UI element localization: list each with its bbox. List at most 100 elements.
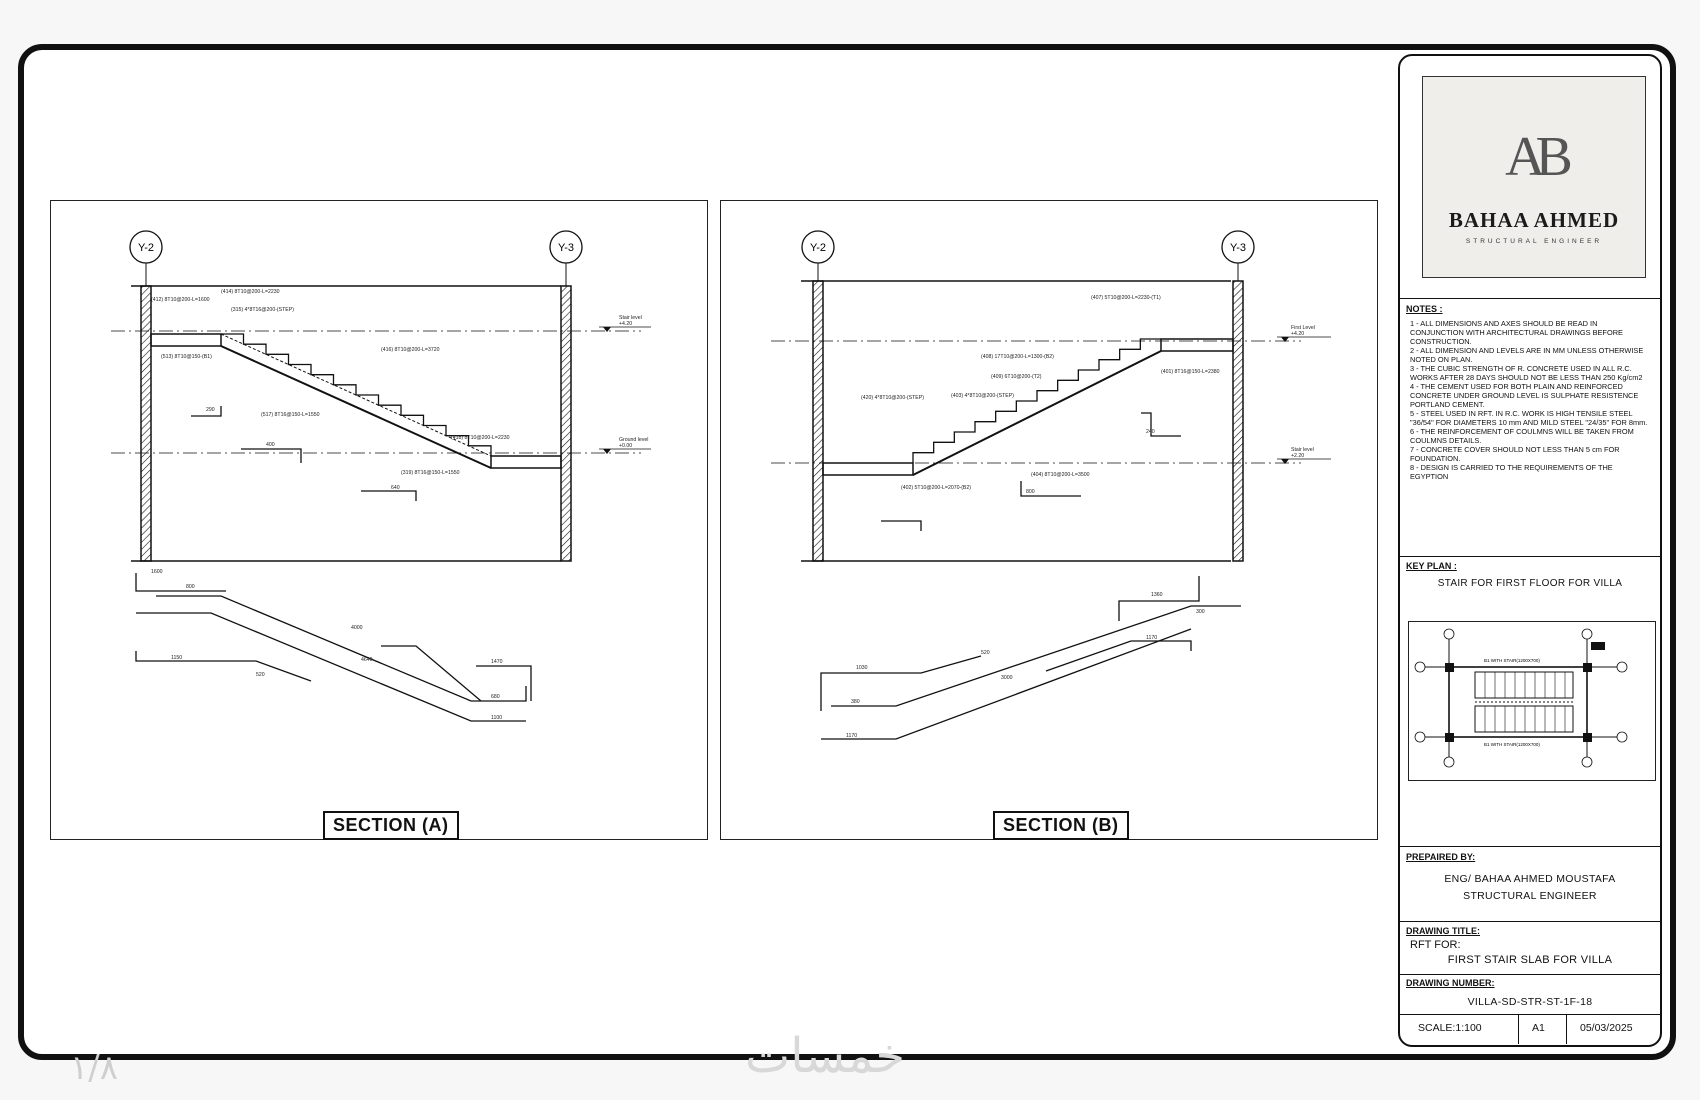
svg-text:Stair level: Stair level — [1291, 447, 1314, 453]
key-plan-label-bottom: B1 WITH STAIR(1200X700) — [1484, 742, 1540, 747]
svg-text:(402) 5T10@200-L=2070-(B2): (402) 5T10@200-L=2070-(B2) — [901, 485, 971, 491]
logo: AB BAHAA AHMED STRUCTURAL ENGINEER — [1422, 76, 1646, 278]
sheet-size: A1 — [1532, 1022, 1545, 1034]
note-item: 3 - THE CUBIC STRENGTH OF R. CONCRETE US… — [1410, 364, 1643, 382]
bend-values-b: 1360 1030 1170 3000 380 1170 800 240 520… — [846, 429, 1205, 739]
svg-text:290: 290 — [206, 407, 215, 413]
note-item: 4 - THE CEMENT USED FOR BOTH PLAIN AND R… — [1410, 382, 1639, 409]
svg-text:1170: 1170 — [1146, 635, 1157, 641]
svg-text:Stair level: Stair level — [619, 315, 642, 321]
axis-bubble-y3: Y-3 — [549, 230, 583, 264]
scale-value: SCALE:1:100 — [1418, 1022, 1482, 1034]
bar-labels-b: (407) 5T10@200-L=2230-(T1) (420) 4*8T10@… — [861, 295, 1220, 491]
svg-text:520: 520 — [256, 672, 265, 678]
svg-text:(416) 8T10@200-L=3720: (416) 8T10@200-L=3720 — [381, 347, 440, 353]
svg-text:Y-2: Y-2 — [138, 242, 154, 254]
bend-values-a: 1600 800 1150 4640 4000 1470 520 1100 29… — [151, 407, 503, 721]
logo-subtitle: STRUCTURAL ENGINEER — [1465, 238, 1603, 245]
level-marker-top: Stair level +4.20 — [599, 315, 651, 332]
key-plan-label-top: B1 WITH STAIR(1200X700) — [1484, 658, 1540, 663]
svg-text:(404) 8T10@200-L=3500: (404) 8T10@200-L=3500 — [1031, 472, 1090, 478]
drawing-number: VILLA-SD-STR-ST-1F-18 — [1467, 996, 1593, 1008]
svg-text:640: 640 — [391, 485, 400, 491]
svg-text:800: 800 — [186, 584, 195, 590]
drawing-title-heading: DRAWING TITLE: — [1406, 926, 1480, 936]
svg-text:800: 800 — [1026, 489, 1035, 495]
svg-text:Y-3: Y-3 — [1230, 242, 1246, 254]
svg-text:1600: 1600 — [151, 569, 163, 575]
logo-name: BAHAA AHMED — [1448, 208, 1620, 232]
page-number: ١/٨ — [70, 1048, 118, 1088]
key-plan-text: STAIR FOR FIRST FLOOR FOR VILLA — [1437, 578, 1623, 589]
svg-text:(418) 8T10@200-L=2230: (418) 8T10@200-L=2230 — [451, 435, 510, 441]
prepared-name: ENG/ BAHAA AHMED MOUSTAFA — [1444, 873, 1616, 885]
svg-text:+4.20: +4.20 — [1291, 331, 1304, 337]
svg-text:(409) 6T10@200-(T2): (409) 6T10@200-(T2) — [991, 374, 1042, 380]
svg-text:(407) 5T10@200-L=2230-(T1): (407) 5T10@200-L=2230-(T1) — [1091, 295, 1161, 301]
key-plan-drawing: B1 WITH STAIR(1200X700) B1 WITH STAIR(12… — [1408, 621, 1656, 781]
svg-text:1360: 1360 — [1151, 592, 1163, 598]
svg-text:4000: 4000 — [351, 625, 363, 631]
svg-text:(412) 8T10@200-L=1600: (412) 8T10@200-L=1600 — [151, 297, 210, 303]
logo-mark: AB — [1505, 126, 1573, 188]
svg-text:+2.20: +2.20 — [1291, 453, 1304, 459]
svg-text:First Level: First Level — [1291, 325, 1315, 331]
svg-text:(414) 8T10@200-L=2230: (414) 8T10@200-L=2230 — [221, 289, 280, 295]
drawing-title-line1: RFT FOR: — [1410, 939, 1461, 951]
watermark: خمسات — [745, 1028, 906, 1084]
svg-text:(315) 4*8T16@200-(STEP): (315) 4*8T16@200-(STEP) — [231, 307, 294, 313]
svg-text:380: 380 — [851, 699, 860, 705]
svg-text:(403) 4*8T10@200-(STEP): (403) 4*8T10@200-(STEP) — [951, 393, 1014, 399]
svg-text:(401) 8T16@150-L=2380: (401) 8T16@150-L=2380 — [1161, 369, 1220, 375]
svg-text:3000: 3000 — [1001, 675, 1013, 681]
drawing-date: 05/03/2025 — [1580, 1022, 1633, 1034]
axis-bubble-y2-b: Y-2 — [801, 230, 835, 264]
svg-text:1030: 1030 — [856, 665, 868, 671]
prepared-role: STRUCTURAL ENGINEER — [1463, 890, 1597, 902]
svg-text:(319) 8T16@150-L=1550: (319) 8T16@150-L=1550 — [401, 470, 460, 476]
note-item: 1 - ALL DIMENSIONS AND AXES SHOULD BE RE… — [1410, 319, 1623, 346]
svg-text:Y-2: Y-2 — [810, 242, 826, 254]
level-marker-top-b: First Level +4.20 — [1277, 325, 1331, 342]
svg-text:4640: 4640 — [361, 657, 373, 663]
section-b-drawing: Y-2 Y-3 First Level +4.20 Stair level +2… — [771, 230, 1331, 740]
section-b-label: SECTION (B) — [993, 811, 1129, 840]
note-item: 5 - STEEL USED IN RFT. IN R.C. WORK IS H… — [1410, 409, 1648, 427]
svg-text:1470: 1470 — [491, 659, 503, 665]
svg-text:1170: 1170 — [846, 733, 857, 739]
svg-text:240: 240 — [1146, 429, 1155, 435]
note-item: 8 - DESIGN IS CARRIED TO THE REQUIREMENT… — [1410, 463, 1613, 481]
section-a-drawing: Y-2 Y-3 Stair level +4.20 Ground level +… — [111, 230, 651, 722]
level-marker-bottom: Ground level +0.00 — [599, 437, 651, 454]
svg-text:(408) 17T10@200-L=1300-(B2): (408) 17T10@200-L=1300-(B2) — [981, 354, 1054, 360]
axis-bubble-y2: Y-2 — [129, 230, 163, 264]
svg-text:+0.00: +0.00 — [619, 443, 632, 449]
svg-text:400: 400 — [266, 442, 275, 448]
scale-row: SCALE:1:100 A1 05/03/2025 — [1400, 1014, 1660, 1044]
svg-text:300: 300 — [1196, 609, 1205, 615]
notes-list: 1 - ALL DIMENSIONS AND AXES SHOULD BE RE… — [1410, 319, 1652, 481]
drawing-title-line2: FIRST STAIR SLAB FOR VILLA — [1447, 954, 1613, 966]
svg-text:Ground level: Ground level — [619, 437, 648, 443]
svg-text:+4.20: +4.20 — [619, 321, 632, 327]
section-a-panel: Y-2 Y-3 Stair level +4.20 Ground level +… — [50, 200, 708, 840]
svg-text:1150: 1150 — [171, 655, 182, 661]
svg-text:(513) 8T10@150-(B1): (513) 8T10@150-(B1) — [161, 354, 212, 360]
svg-text:Y-3: Y-3 — [558, 242, 574, 254]
section-a-label: SECTION (A) — [323, 811, 459, 840]
drawing-number-heading: DRAWING NUMBER: — [1406, 978, 1495, 988]
note-item: 7 - CONCRETE COVER SHOULD NOT LESS THAN … — [1410, 445, 1620, 463]
section-b-panel: Y-2 Y-3 First Level +4.20 Stair level +2… — [720, 200, 1378, 840]
bar-labels-a: (412) 8T10@200-L=1600 (513) 8T10@150-(B1… — [151, 289, 510, 476]
level-marker-bottom-b: Stair level +2.20 — [1277, 447, 1331, 464]
svg-text:680: 680 — [491, 694, 500, 700]
svg-text:1100: 1100 — [491, 715, 502, 721]
prepared-heading: PREPAIRED BY: — [1406, 852, 1476, 862]
axis-bubble-y3-b: Y-3 — [1221, 230, 1255, 264]
svg-text:520: 520 — [981, 650, 990, 656]
title-block: AB BAHAA AHMED STRUCTURAL ENGINEER NOTES… — [1398, 54, 1662, 1047]
svg-text:(517) 8T16@150-L=1550: (517) 8T16@150-L=1550 — [261, 412, 320, 418]
notes-heading: NOTES : — [1406, 304, 1443, 314]
svg-text:(420) 4*8T10@200-(STEP): (420) 4*8T10@200-(STEP) — [861, 395, 924, 401]
note-item: 6 - THE REINFORCEMENT OF COULMNS WILL BE… — [1410, 427, 1634, 445]
